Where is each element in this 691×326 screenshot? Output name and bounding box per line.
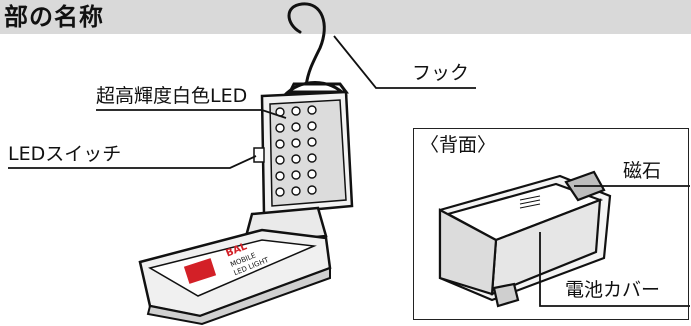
label-led: 超高輝度白色LED (96, 85, 248, 107)
back-view-device (438, 170, 612, 308)
leader-led (96, 109, 287, 119)
hook (282, 2, 349, 98)
section-header-bar (0, 0, 691, 34)
leader-hook (333, 35, 476, 89)
label-hook: フック (412, 62, 470, 84)
base-unit: BAL MOBILE LED LIGHT (138, 228, 332, 326)
label-magnet: 磁石 (623, 160, 662, 182)
led-switch (253, 147, 265, 163)
leader-battery-cover (539, 232, 690, 307)
leader-switch (8, 155, 257, 169)
inset-leader-lines (539, 185, 690, 307)
label-led-switch: LEDスイッチ (8, 143, 122, 165)
label-back: 〈背面〉 (420, 134, 497, 156)
back-view-inset (413, 128, 689, 320)
led-panel (253, 90, 354, 216)
led-array (275, 105, 317, 197)
label-battery-cover: 電池カバー (565, 279, 661, 301)
leader-lines (8, 35, 476, 169)
section-title: 部の名称 (4, 3, 104, 31)
